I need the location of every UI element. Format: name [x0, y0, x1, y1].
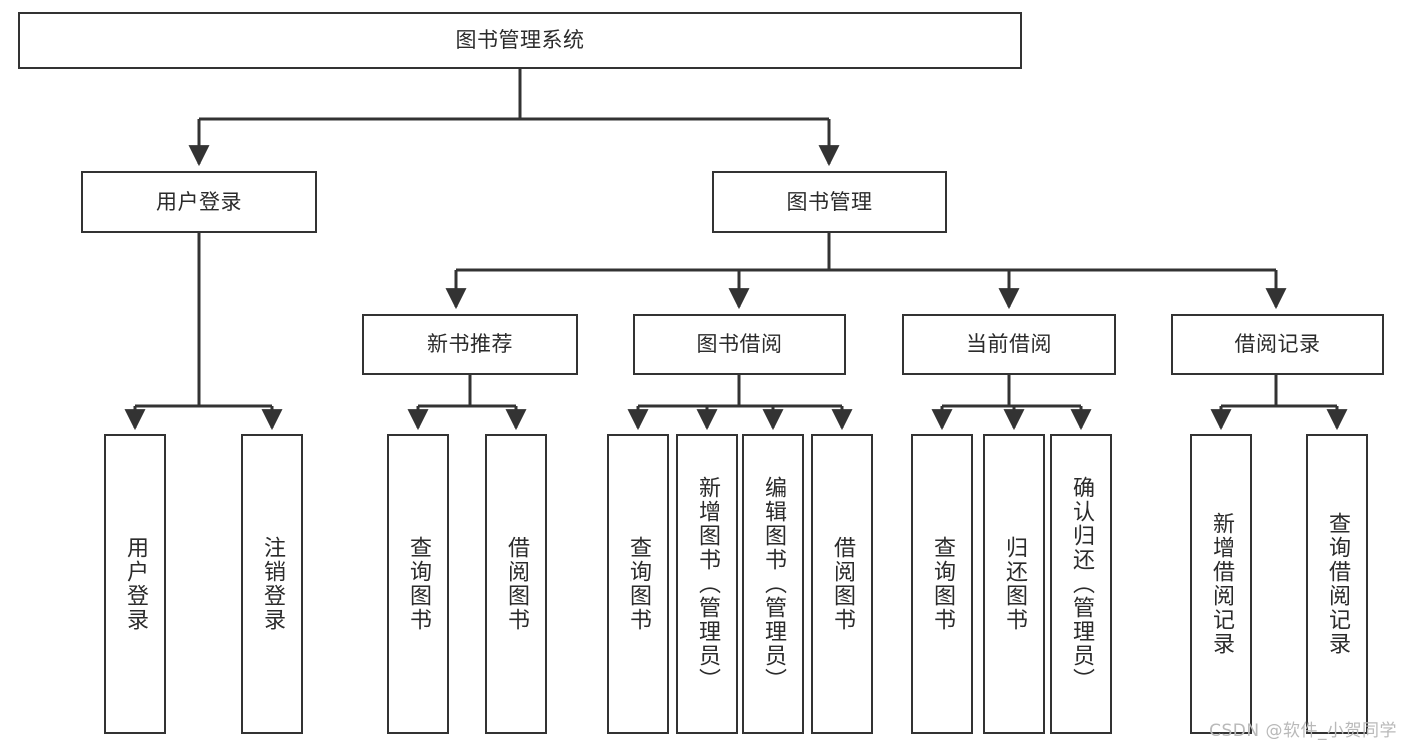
node-leaf-edit-book-label: 编辑图书（管理员）: [761, 476, 786, 692]
node-book-borrow-label: 图书借阅: [696, 332, 783, 357]
node-leaf-user-login-label: 用户登录: [123, 536, 148, 632]
node-book-manage[interactable]: 图书管理: [712, 171, 947, 233]
node-leaf-edit-book[interactable]: 编辑图书（管理员）: [742, 434, 804, 734]
node-leaf-query-record[interactable]: 查询借阅记录: [1306, 434, 1368, 734]
node-new-book-recommend[interactable]: 新书推荐: [362, 314, 578, 375]
node-leaf-query-book-1[interactable]: 查询图书: [387, 434, 449, 734]
node-book-borrow[interactable]: 图书借阅: [633, 314, 846, 375]
node-leaf-borrow-book-1-label: 借阅图书: [504, 536, 529, 632]
node-leaf-add-book[interactable]: 新增图书（管理员）: [676, 434, 738, 734]
node-leaf-add-record-label: 新增借阅记录: [1209, 512, 1234, 656]
node-leaf-user-logout[interactable]: 注销登录: [241, 434, 303, 734]
node-leaf-query-book-2-label: 查询图书: [626, 536, 651, 632]
node-leaf-borrow-book-2[interactable]: 借阅图书: [811, 434, 873, 734]
node-leaf-query-book-3-label: 查询图书: [930, 536, 955, 632]
node-leaf-return-book[interactable]: 归还图书: [983, 434, 1045, 734]
node-leaf-query-book-2[interactable]: 查询图书: [607, 434, 669, 734]
node-leaf-add-book-label: 新增图书（管理员）: [695, 476, 720, 692]
node-current-borrow[interactable]: 当前借阅: [902, 314, 1116, 375]
node-current-borrow-label: 当前借阅: [966, 332, 1052, 357]
node-leaf-user-login[interactable]: 用户登录: [104, 434, 166, 734]
node-borrow-record[interactable]: 借阅记录: [1171, 314, 1384, 375]
csdn-watermark: CSDN @软件_小贺同学: [1209, 721, 1397, 741]
node-leaf-add-record[interactable]: 新增借阅记录: [1190, 434, 1252, 734]
node-root[interactable]: 图书管理系统: [18, 12, 1022, 69]
node-leaf-query-record-label: 查询借阅记录: [1325, 512, 1350, 656]
node-leaf-confirm-return-label: 确认归还（管理员）: [1069, 476, 1094, 692]
node-leaf-query-book-3[interactable]: 查询图书: [911, 434, 973, 734]
node-leaf-user-logout-label: 注销登录: [260, 536, 285, 632]
node-user-login[interactable]: 用户登录: [81, 171, 317, 233]
node-leaf-query-book-1-label: 查询图书: [406, 536, 431, 632]
node-leaf-confirm-return[interactable]: 确认归还（管理员）: [1050, 434, 1112, 734]
node-new-book-recommend-label: 新书推荐: [427, 332, 513, 357]
node-borrow-record-label: 借阅记录: [1234, 332, 1321, 357]
node-root-label: 图书管理系统: [455, 28, 585, 53]
node-leaf-return-book-label: 归还图书: [1002, 536, 1027, 632]
node-leaf-borrow-book-1[interactable]: 借阅图书: [485, 434, 547, 734]
node-book-manage-label: 图书管理: [786, 189, 873, 214]
node-user-login-label: 用户登录: [156, 189, 242, 214]
node-leaf-borrow-book-2-label: 借阅图书: [830, 536, 855, 632]
